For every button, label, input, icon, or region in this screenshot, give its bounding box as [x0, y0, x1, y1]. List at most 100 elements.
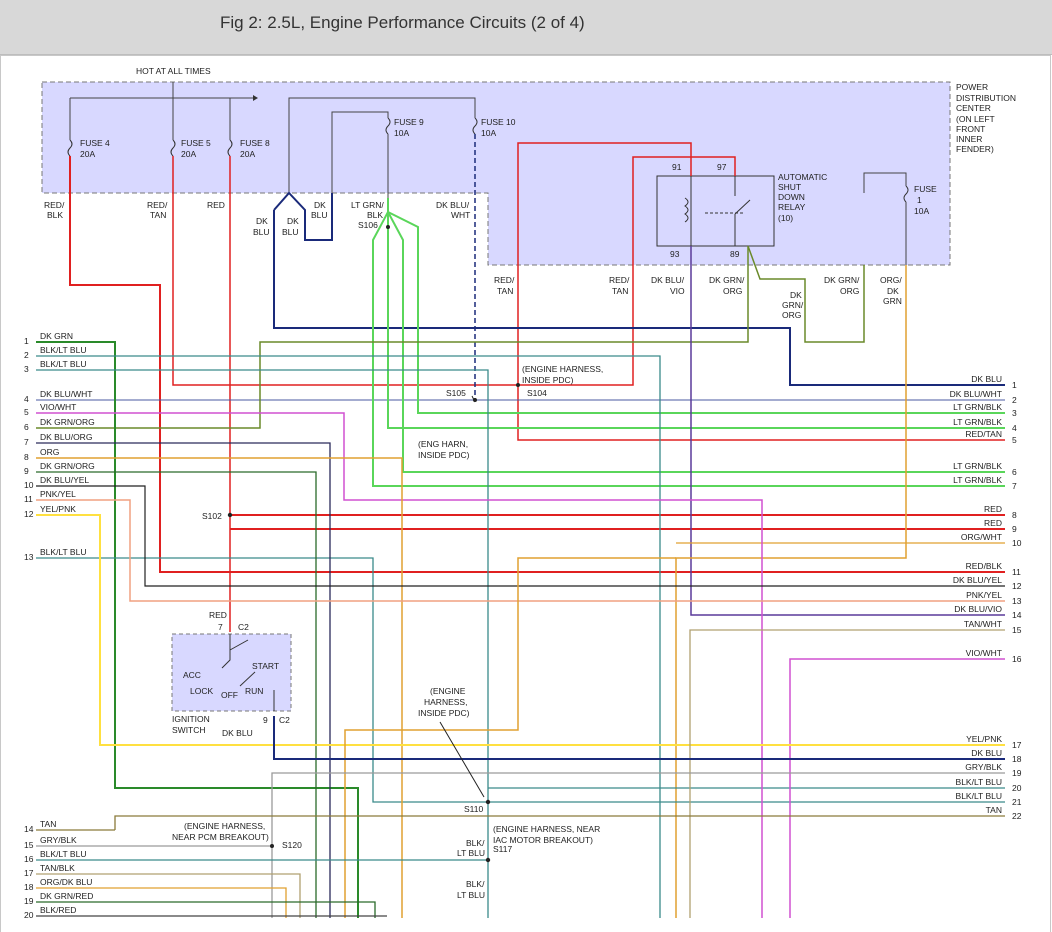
- svg-text:BLU: BLU: [253, 227, 270, 237]
- svg-text:S117: S117: [493, 844, 512, 854]
- svg-text:89: 89: [730, 249, 740, 259]
- svg-text:(ENGINE HARNESS,: (ENGINE HARNESS,: [184, 821, 265, 831]
- left-pin-wire-label: DK BLU/ORG: [40, 432, 92, 442]
- wire-org-8: [36, 457, 403, 918]
- svg-text:20A: 20A: [80, 149, 95, 159]
- svg-text:RED: RED: [207, 200, 225, 210]
- svg-text:(ON LEFT: (ON LEFT: [956, 114, 995, 124]
- svg-text:S104: S104: [527, 388, 547, 398]
- figure-header: Fig 2: 2.5L, Engine Performance Circuits…: [0, 0, 1052, 55]
- svg-text:FRONT: FRONT: [956, 124, 985, 134]
- svg-text:BLU: BLU: [311, 210, 328, 220]
- svg-text:DK: DK: [314, 200, 326, 210]
- svg-text:LT BLU: LT BLU: [457, 890, 485, 900]
- right-pin-number: 21: [1012, 797, 1022, 807]
- right-pin-number: 10: [1012, 538, 1022, 548]
- right-pin-wire-label: DK BLU: [971, 748, 1002, 758]
- left-pin-number: 17: [24, 868, 34, 878]
- pdc-internal-wires: [288, 97, 907, 265]
- left-pin-wire-label: BLK/RED: [40, 905, 76, 915]
- right-pin-wire-label: GRY/BLK: [965, 762, 1002, 772]
- right-pin-number: 11: [1012, 567, 1021, 577]
- svg-text:IAC MOTOR BREAKOUT): IAC MOTOR BREAKOUT): [493, 835, 593, 845]
- wire-tan-wht: [689, 629, 1005, 918]
- svg-text:ACC: ACC: [183, 670, 201, 680]
- svg-text:DK GRN/: DK GRN/: [824, 275, 860, 285]
- wire-yel-pnk: [36, 514, 1005, 746]
- right-pin-number: 18: [1012, 754, 1022, 764]
- right-pin-wire-label: DK BLU: [971, 374, 1002, 384]
- right-pin-number: 5: [1012, 435, 1017, 445]
- wire-dk-grn-org-relay: [747, 245, 865, 343]
- left-pin-wire-label: DK GRN: [40, 331, 73, 341]
- left-pin-number: 7: [24, 437, 29, 447]
- svg-text:TAN: TAN: [612, 286, 628, 296]
- asd-relay: [656, 175, 775, 247]
- svg-text:S106: S106: [358, 220, 378, 230]
- wire-dk-blu-1: [273, 210, 1005, 386]
- left-pin-wire-label: DK GRN/RED: [40, 891, 93, 901]
- svg-text:DK BLU: DK BLU: [222, 728, 253, 738]
- svg-text:C2: C2: [238, 622, 249, 632]
- hot-label: HOT AT ALL TIMES: [136, 66, 211, 76]
- svg-text:10A: 10A: [914, 206, 929, 216]
- svg-text:FUSE 4: FUSE 4: [80, 138, 110, 148]
- left-pin-number: 12: [24, 509, 34, 519]
- left-pin-number: 6: [24, 422, 29, 432]
- wire-red-blk: [69, 156, 1005, 573]
- svg-text:RELAY: RELAY: [778, 202, 806, 212]
- right-pin-wire-label: RED: [984, 518, 1002, 528]
- svg-text:TAN: TAN: [497, 286, 513, 296]
- wire-org-wht: [675, 265, 907, 918]
- svg-text:DK BLU/: DK BLU/: [436, 200, 470, 210]
- right-pin-number: 22: [1012, 811, 1022, 821]
- svg-text:ORG: ORG: [840, 286, 859, 296]
- left-pin-number: 5: [24, 407, 29, 417]
- svg-text:GRN/: GRN/: [782, 300, 804, 310]
- left-pin-number: 11: [24, 494, 33, 504]
- svg-text:NEAR PCM BREAKOUT): NEAR PCM BREAKOUT): [172, 832, 269, 842]
- wire-tan-blk-17: [36, 873, 301, 918]
- right-pin-wire-label: DK BLU/VIO: [954, 604, 1002, 614]
- wire-gry-blk-19: [271, 772, 1005, 918]
- svg-text:FUSE 5: FUSE 5: [181, 138, 211, 148]
- svg-text:LT GRN/: LT GRN/: [351, 200, 384, 210]
- wire-vio-wht-5: [36, 412, 763, 918]
- svg-text:ORG: ORG: [782, 310, 801, 320]
- left-pin-number: 8: [24, 452, 29, 462]
- relay-internals: [684, 176, 751, 246]
- right-pin-number: 8: [1012, 510, 1017, 520]
- svg-text:(ENGINE HARNESS,: (ENGINE HARNESS,: [522, 364, 603, 374]
- wire-tan-22: [114, 815, 1005, 830]
- right-pin-number: 6: [1012, 467, 1017, 477]
- hot-bus-arrow: [253, 95, 258, 101]
- right-pin-wire-label: BLK/LT BLU: [956, 791, 1002, 801]
- svg-text:CENTER: CENTER: [956, 103, 991, 113]
- right-pin-wire-label: DK BLU/YEL: [953, 575, 1002, 585]
- right-pin-wire-label: YEL/PNK: [966, 734, 1002, 744]
- wire-dk-grn-1: [36, 341, 359, 918]
- right-pin-wire-label: RED/TAN: [965, 429, 1002, 439]
- left-pin-wire-label: DK GRN/ORG: [40, 461, 95, 471]
- left-pin-wire-label: TAN/BLK: [40, 863, 75, 873]
- right-pin-wire-label: LT GRN/BLK: [953, 475, 1002, 485]
- svg-text:20A: 20A: [181, 149, 196, 159]
- left-pin-number: 2: [24, 350, 29, 360]
- left-pin-wire-label: ORG/DK BLU: [40, 877, 92, 887]
- right-pin-wire-label: BLK/LT BLU: [956, 777, 1002, 787]
- svg-text:RED/: RED/: [147, 200, 168, 210]
- ignition-labels: RED 7 C2 ACC LOCK OFF RUN START 9 C2 IGN…: [172, 610, 290, 738]
- note-leaders: [439, 395, 485, 798]
- wire-dk-grn-red-19: [36, 901, 376, 918]
- svg-text:GRN: GRN: [883, 296, 902, 306]
- left-pin-number: 13: [24, 552, 34, 562]
- svg-text:FUSE 8: FUSE 8: [240, 138, 270, 148]
- svg-text:INSIDE PDC): INSIDE PDC): [418, 708, 470, 718]
- svg-text:LOCK: LOCK: [190, 686, 213, 696]
- svg-text:POWER: POWER: [956, 82, 988, 92]
- left-pin-wire-label: DK BLU/WHT: [40, 389, 92, 399]
- wire-dk-grn-org-9: [36, 471, 317, 918]
- right-pin-wire-label: PNK/YEL: [966, 590, 1002, 600]
- left-pin-wire-label: DK GRN/ORG: [40, 417, 95, 427]
